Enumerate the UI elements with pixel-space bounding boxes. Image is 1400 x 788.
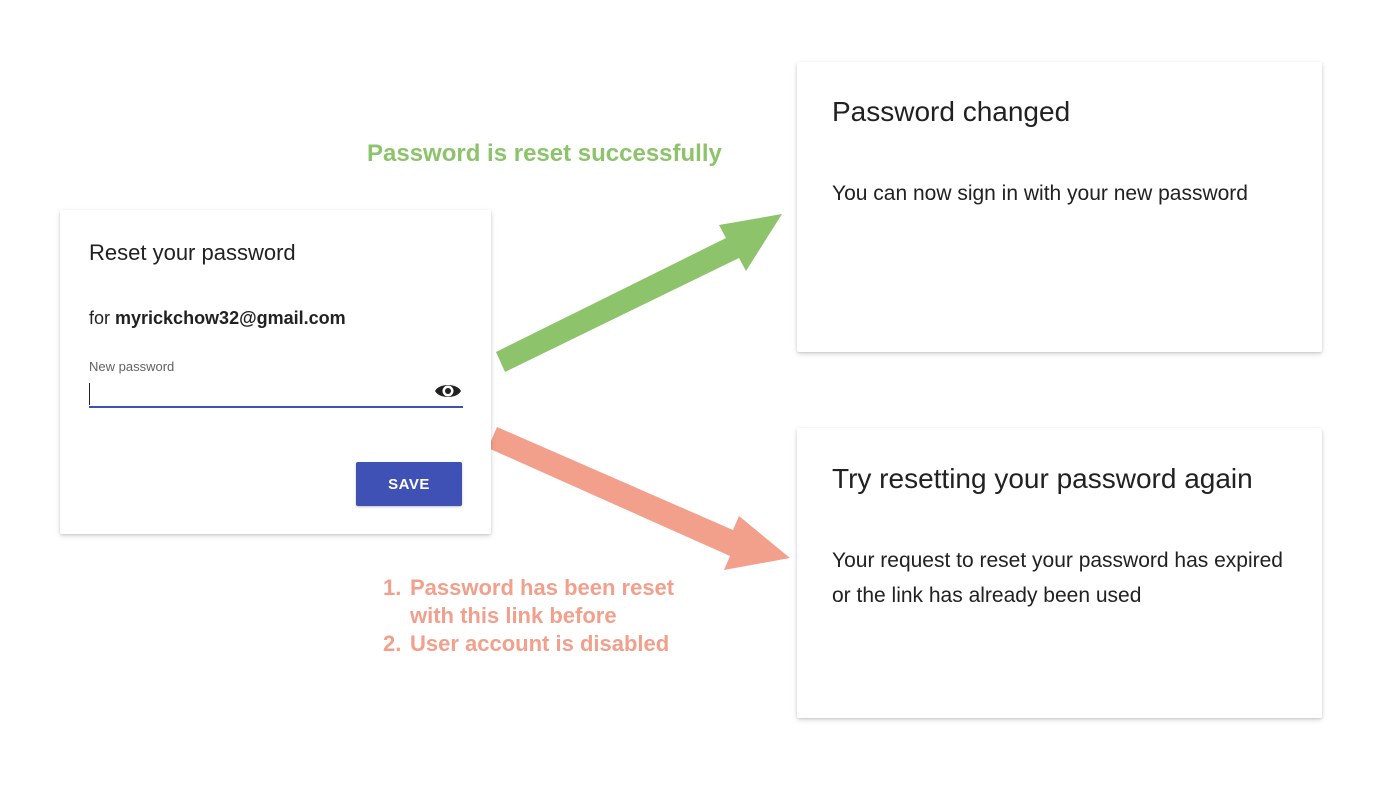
text-cursor <box>89 383 90 405</box>
new-password-label: New password <box>89 359 175 374</box>
failure-reason-text-continued: with this link before <box>410 603 617 628</box>
success-card-message: You can now sign in with your new passwo… <box>832 182 1248 205</box>
failure-reason-number: 1. <box>383 575 402 600</box>
failure-arrow <box>488 427 790 570</box>
eye-icon[interactable] <box>434 380 462 402</box>
success-arrow <box>496 214 782 372</box>
error-card-title: Try resetting your password again <box>832 463 1253 494</box>
failure-annotation: 1. Password has been reset with this link… <box>383 574 674 658</box>
success-card-title: Password changed <box>832 96 1071 127</box>
reset-password-card: Reset your password for myrickchow32@gma… <box>60 210 491 534</box>
failure-reason-1: 1. Password has been reset with this link… <box>383 574 674 630</box>
failure-reason-text: Password has been reset <box>410 575 675 600</box>
reset-card-title: Reset your password <box>89 240 296 265</box>
new-password-input[interactable] <box>89 380 433 406</box>
failure-reason-number: 2. <box>383 631 402 656</box>
success-annotation: Password is reset successfully <box>367 140 722 167</box>
failure-reason-text: User account is disabled <box>410 631 670 656</box>
eye-icon-graphic <box>435 385 461 397</box>
reset-email-line: for myrickchow32@gmail.com <box>89 308 346 329</box>
account-email: myrickchow32@gmail.com <box>115 308 346 328</box>
save-button[interactable]: SAVE <box>356 462 462 506</box>
error-card-message: Your request to reset your password has … <box>832 549 1283 607</box>
for-prefix: for <box>89 308 116 328</box>
failure-reason-2: 2. User account is disabled <box>383 630 674 658</box>
input-underline <box>89 406 463 408</box>
reset-error-card: Try resetting your password again Your r… <box>797 428 1322 718</box>
password-changed-card: Password changed You can now sign in wit… <box>797 62 1322 352</box>
